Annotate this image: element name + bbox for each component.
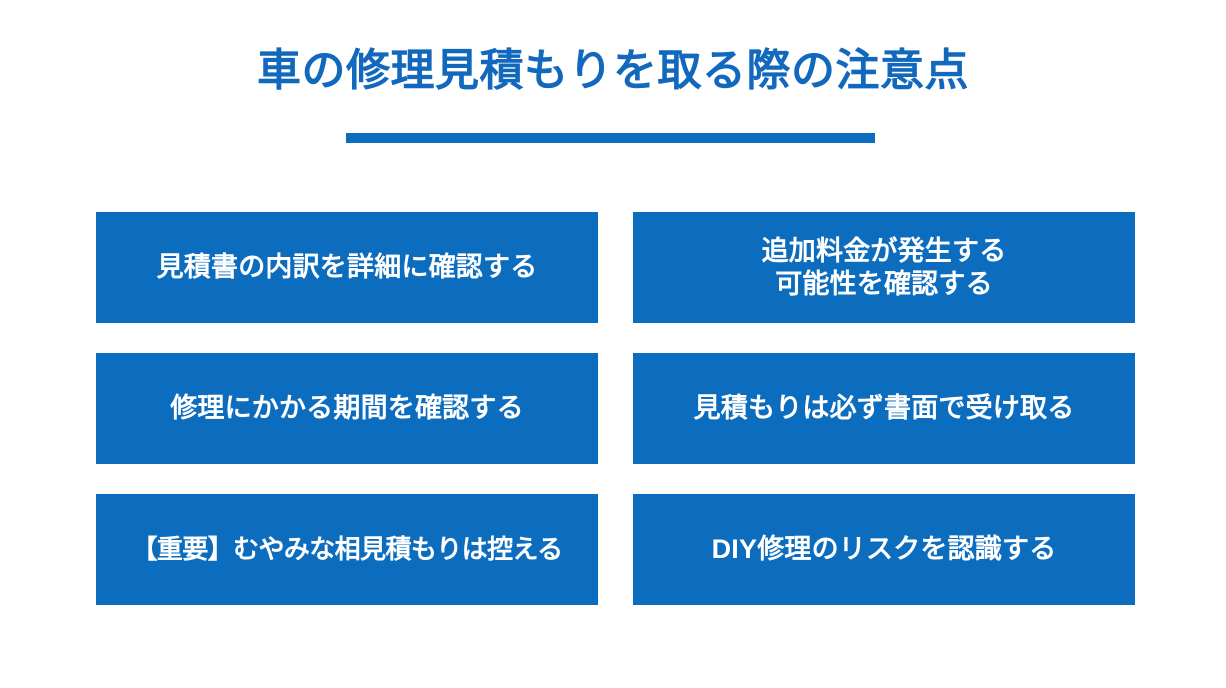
point-box-4: 見積もりは必ず書面で受け取る	[633, 353, 1135, 464]
point-box-1: 見積書の内訳を詳細に確認する	[96, 212, 598, 323]
point-box-2: 追加料金が発生する 可能性を確認する	[633, 212, 1135, 323]
point-box-3: 修理にかかる期間を確認する	[96, 353, 598, 464]
page-title: 車の修理見積もりを取る際の注意点	[257, 46, 969, 95]
point-box-3-label: 修理にかかる期間を確認する	[170, 393, 524, 423]
title-underline-rule	[346, 133, 875, 143]
point-box-6-label: DIY修理のリスクを認識する	[711, 534, 1057, 564]
point-box-2-label: 追加料金が発生する 可能性を確認する	[761, 235, 1007, 299]
point-box-5: 【重要】むやみな相見積もりは控える	[96, 494, 598, 605]
title-block: 車の修理見積もりを取る際の注意点	[0, 44, 1226, 98]
points-grid: 見積書の内訳を詳細に確認する 追加料金が発生する 可能性を確認する 修理にかかる…	[96, 212, 1135, 605]
point-box-5-label: 【重要】むやみな相見積もりは控える	[131, 534, 563, 564]
point-box-1-label: 見積書の内訳を詳細に確認する	[156, 252, 538, 282]
point-box-4-label: 見積もりは必ず書面で受け取る	[693, 393, 1075, 423]
point-box-6: DIY修理のリスクを認識する	[633, 494, 1135, 605]
